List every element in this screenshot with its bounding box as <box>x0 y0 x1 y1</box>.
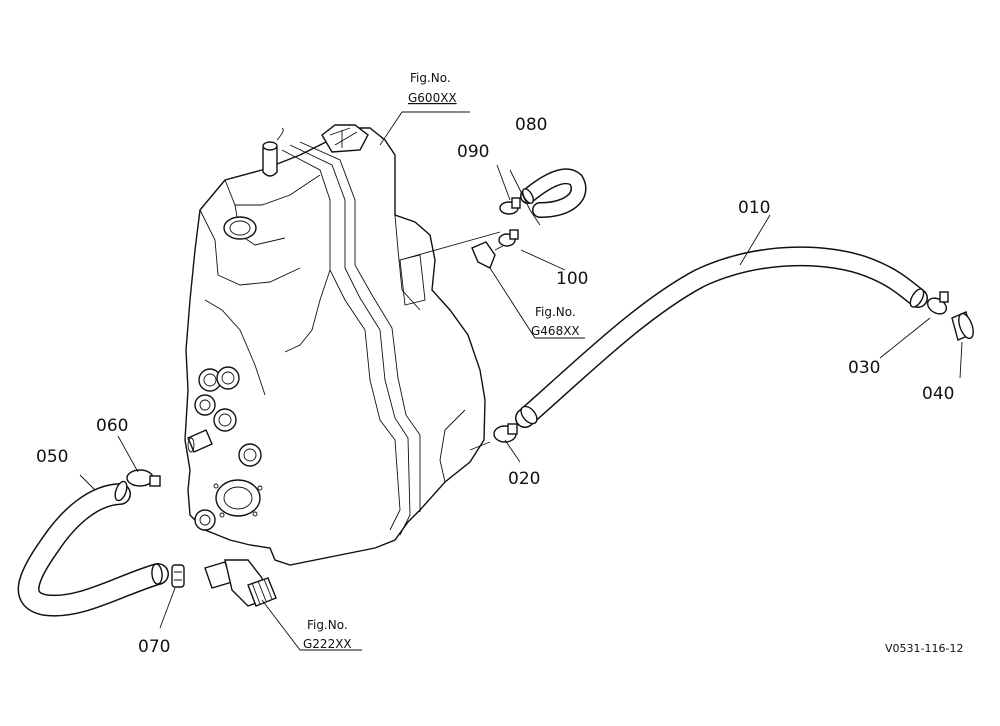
fig-ref-code-g222: G222XX <box>303 637 352 651</box>
clamp-070 <box>171 564 185 588</box>
part-label-050: 050 <box>36 447 68 467</box>
hose-050 <box>17 480 169 617</box>
hose-080 <box>520 168 587 218</box>
clamp-020 <box>469 423 518 451</box>
part-label-040: 040 <box>922 384 954 404</box>
fuel-tank <box>184 124 486 566</box>
clamp-030 <box>926 291 949 315</box>
part-label-060: 060 <box>96 416 128 436</box>
clamp-090 <box>499 197 521 215</box>
part-label-030: 030 <box>848 358 880 378</box>
clamp-060 <box>126 469 161 487</box>
hose-010 <box>515 246 928 428</box>
part-label-080: 080 <box>515 115 547 135</box>
elbow-fitting <box>471 241 504 269</box>
part-label-100: 100 <box>556 269 588 289</box>
outlet-fitting <box>204 559 277 607</box>
clamp-100 <box>498 229 519 247</box>
fig-ref-code-g468: G468XX <box>531 324 580 338</box>
drawing-code: V0531-116-12 <box>885 642 963 655</box>
part-label-070: 070 <box>138 637 170 657</box>
part-label-020: 020 <box>508 469 540 489</box>
fig-ref-title-g468: Fig.No. <box>535 305 576 319</box>
fig-ref-title-g600: Fig.No. <box>410 71 451 85</box>
cap-040 <box>951 311 974 341</box>
part-label-010: 010 <box>738 198 770 218</box>
fig-ref-code-g600: G600XX <box>408 91 457 105</box>
fig-ref-title-g222: Fig.No. <box>307 618 348 632</box>
part-label-090: 090 <box>457 142 489 162</box>
leader-lines <box>79 111 963 651</box>
